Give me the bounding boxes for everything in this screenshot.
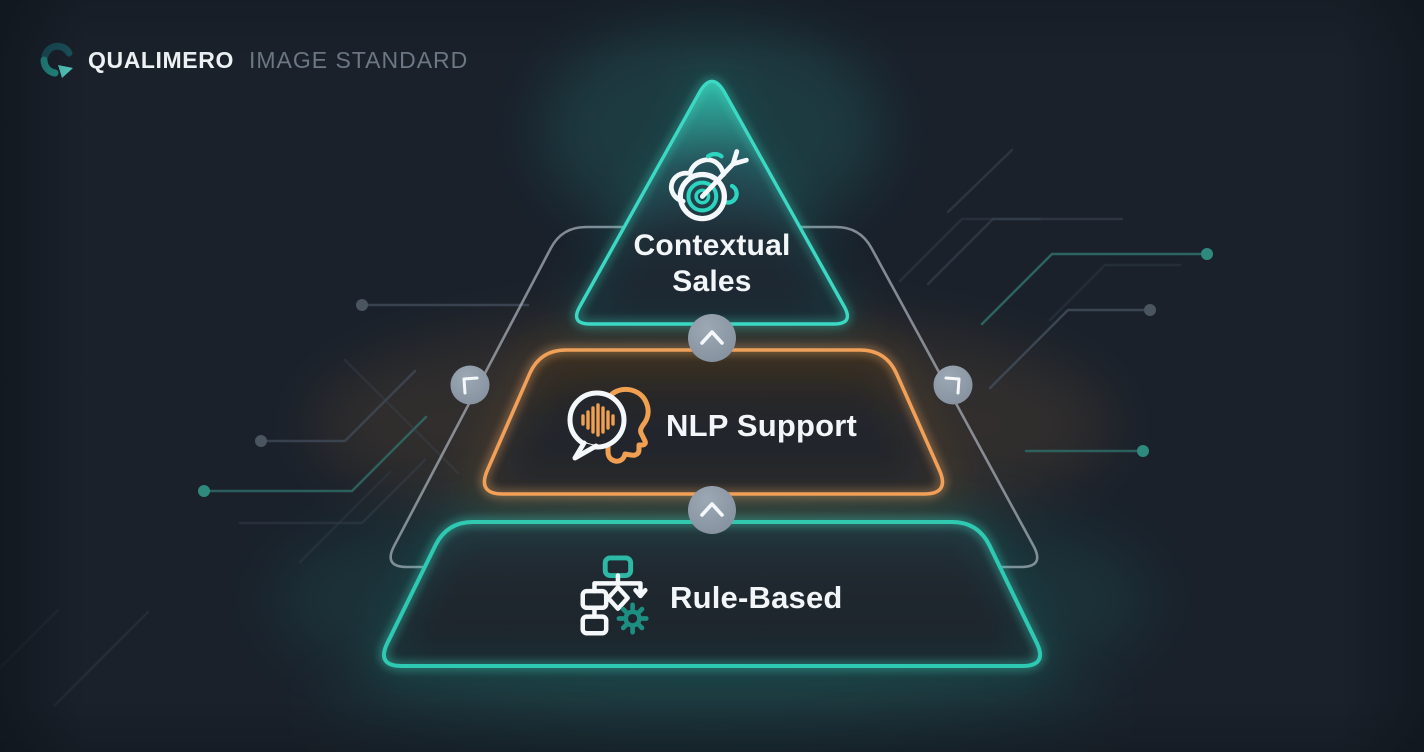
brand-name: QUALIMERO <box>88 46 234 73</box>
tier-rule-based-border <box>382 520 1042 668</box>
chevron-up-left-icon <box>462 376 479 395</box>
connector-badge-lower <box>688 486 736 534</box>
tier-label-line2: Sales <box>672 265 752 298</box>
side-marker-left <box>450 365 490 405</box>
outer-triangle-outline <box>389 225 1039 569</box>
tier-rule-based <box>382 520 1042 668</box>
tier-label-contextual-sales: Contextual Sales <box>532 228 892 300</box>
tier-label-nlp-support: NLP Support <box>666 408 858 443</box>
qualimero-logo-icon <box>40 42 73 78</box>
chevron-up-icon <box>700 502 724 517</box>
speech-bubble-head-icon <box>560 380 664 468</box>
chevron-up-right-icon <box>944 376 961 395</box>
tier-contextual-sales <box>574 79 850 326</box>
circuit-traces <box>0 148 1213 707</box>
side-marker-right <box>933 365 973 405</box>
flowchart-gear-icon <box>568 554 662 642</box>
target-arrow-cloud-icon <box>664 144 756 228</box>
tier-label-line1: Contextual <box>633 229 791 262</box>
brand-title: QUALIMERO IMAGE STANDARD <box>88 47 468 74</box>
tier-nlp-support <box>482 348 945 496</box>
connector-badge-upper <box>688 314 736 362</box>
tier-nlp-support-border <box>482 348 945 496</box>
tier-label-rule-based: Rule-Based <box>670 580 843 615</box>
tier-contextual-sales-border <box>574 79 850 326</box>
chevron-up-icon <box>700 330 724 345</box>
brand-header: QUALIMERO IMAGE STANDARD <box>36 39 468 81</box>
brand-suffix: IMAGE STANDARD <box>248 46 469 73</box>
